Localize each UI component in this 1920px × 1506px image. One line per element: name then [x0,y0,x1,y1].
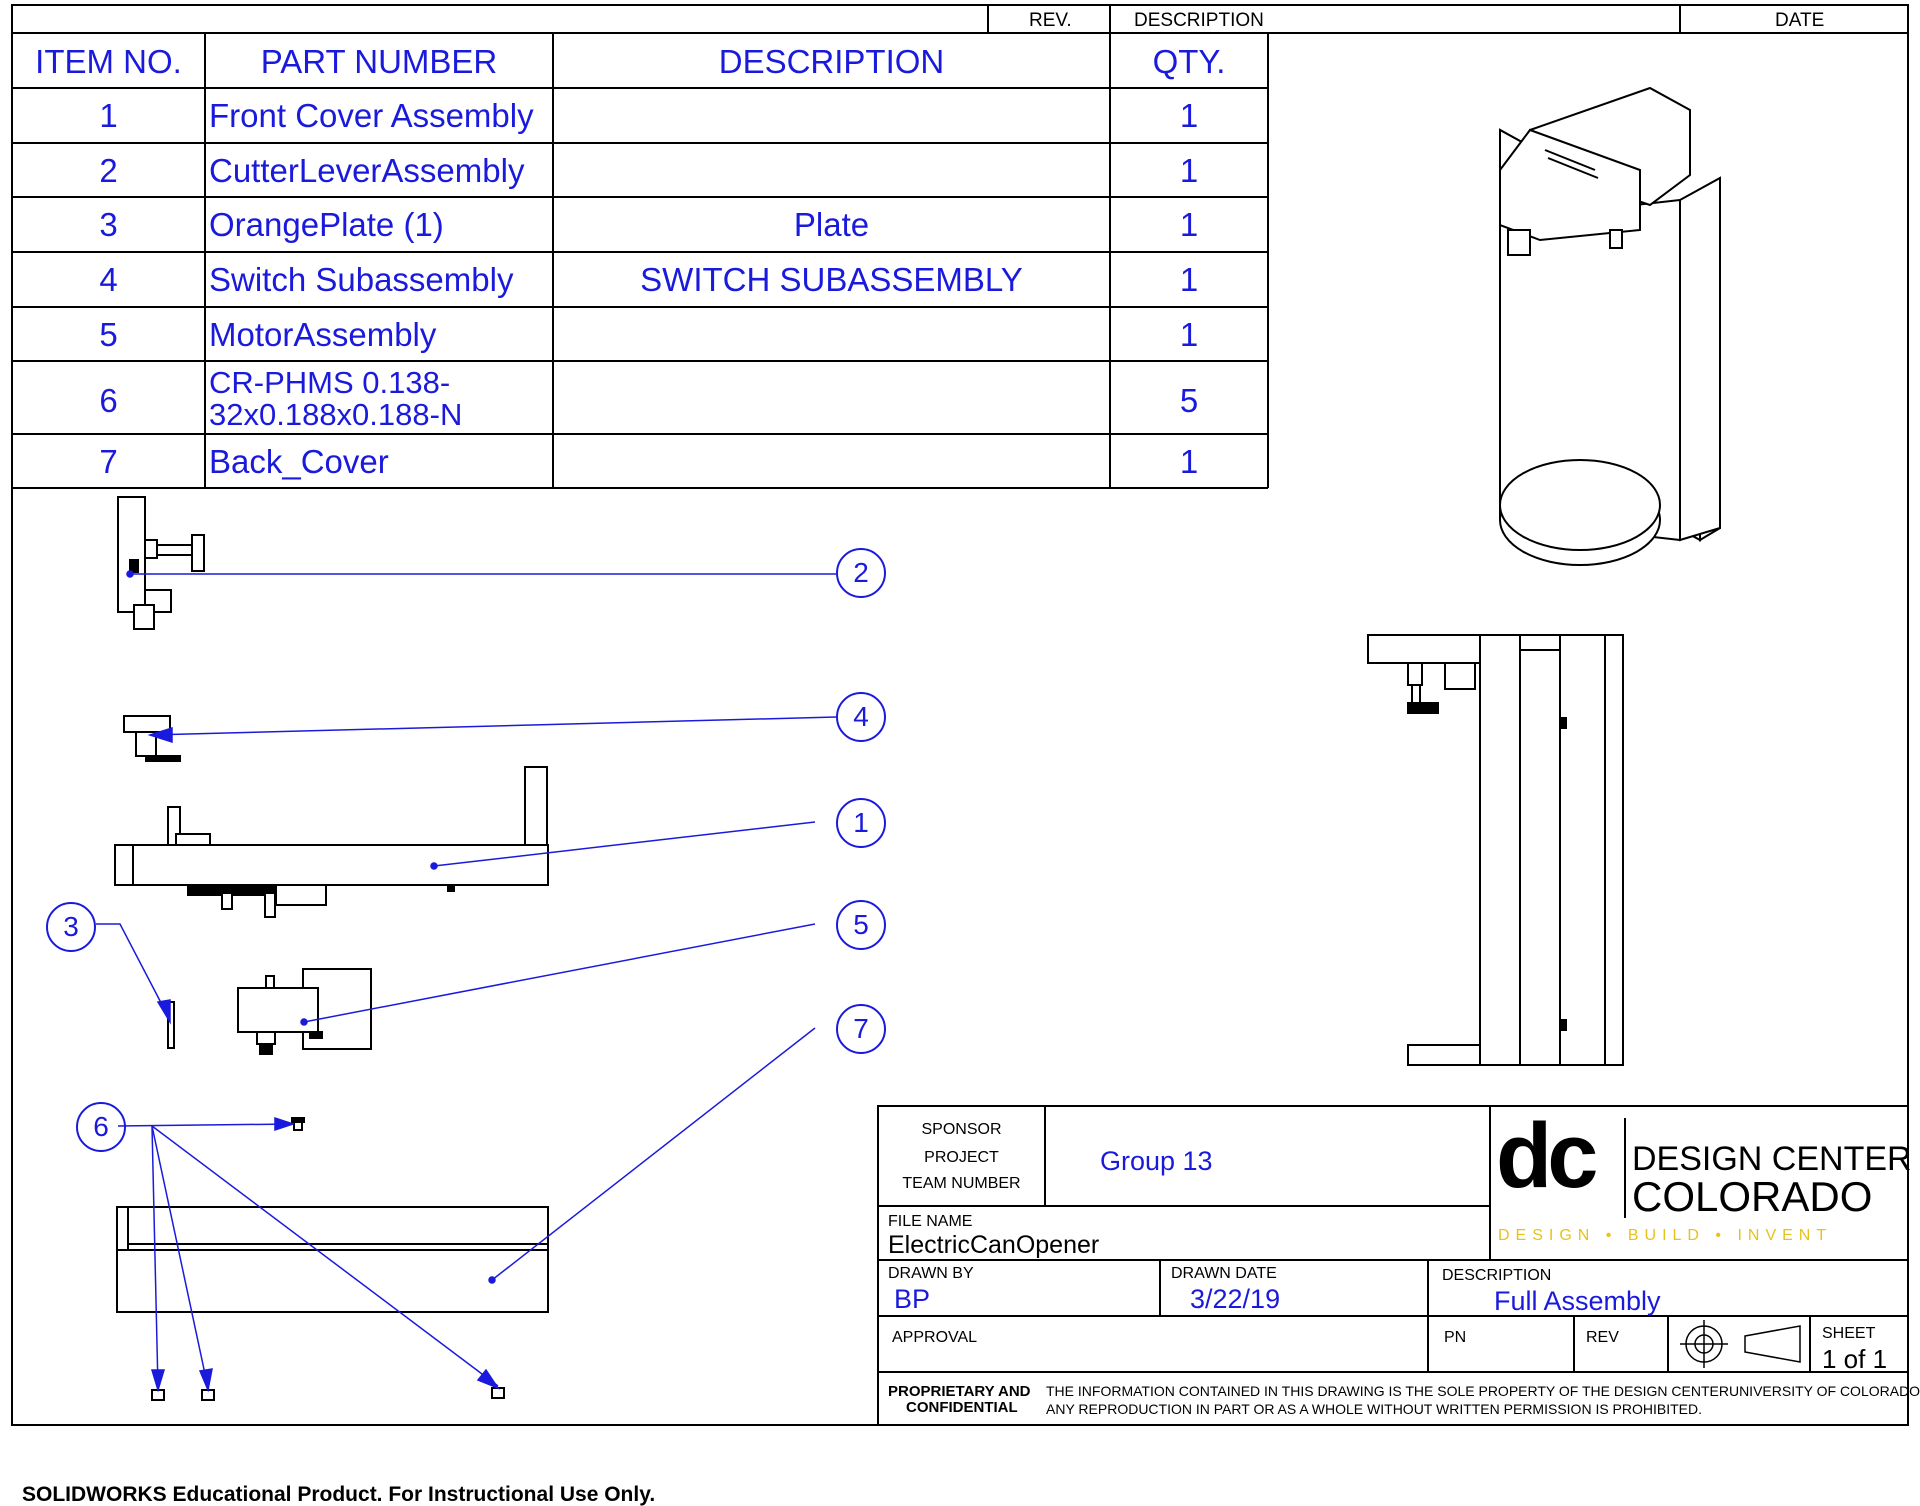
balloon: 3 [46,902,96,952]
bom-item-cell: 7 [99,443,118,480]
solidworks-educational-notice: SOLIDWORKS Educational Product. For Inst… [22,1483,656,1506]
balloon: 1 [836,798,886,848]
bom-description-cell: Plate [793,206,870,243]
rev-description-header: DESCRIPTION [1134,10,1264,31]
side-assembly-view [1367,634,1624,1066]
bom-part-cell-line1: CR-PHMS 0.138- [209,365,451,400]
title-block-grid [877,1105,1909,1426]
part-motor-assembly-drawing [237,968,372,1055]
bom-qty-cell: 1 [1179,261,1199,298]
drawn-by-label: DRAWN BY [888,1265,974,1282]
bom-qty-cell: 1 [1179,443,1199,480]
balloon: 7 [836,1004,886,1054]
proprietary-label-line1: PROPRIETARY AND [888,1383,1031,1400]
sheet-value: 1 of 1 [1822,1344,1888,1374]
rev-label: REV [1586,1329,1619,1346]
logo-line1: DESIGN CENTER [1632,1140,1912,1178]
bom-qty-cell: 1 [1179,152,1199,189]
bom-item-cell: 2 [99,152,118,189]
sheet-label: SHEET [1822,1325,1876,1342]
team-number-value: Group 13 [1100,1146,1213,1176]
rev-date-header: DATE [1775,10,1825,31]
drawn-by-value: BP [894,1284,931,1314]
proprietary-notice-line1: THE INFORMATION CONTAINED IN THIS DRAWIN… [1046,1383,1920,1399]
team-number-label: TEAM NUMBER [902,1175,1021,1192]
bom-part-cell-line2: 32x0.188x0.188-N [209,397,463,432]
bom-item-cell: 5 [99,316,118,353]
file-name-value: ElectricCanOpener [888,1231,1100,1259]
bom-part-cell: MotorAssembly [209,316,437,353]
part-orange-plate-drawing [167,1001,175,1049]
balloon: 4 [836,692,886,742]
bom-header-description: DESCRIPTION [718,43,945,80]
bom-header-qty: QTY. [1152,43,1226,80]
balloon: 6 [76,1102,126,1152]
part-front-cover-drawing [114,766,549,918]
logo-tagline: DESIGN • BUILD • INVENT [1498,1227,1833,1244]
proprietary-label-line2: CONFIDENTIAL [906,1399,1018,1416]
bom-qty-cell: 5 [1179,382,1199,419]
logo-mark: dc [1496,1105,1598,1207]
part-back-cover-drawing [116,1206,549,1313]
bom-part-cell: Switch Subassembly [209,261,514,298]
bom-part-cell: OrangePlate (1) [209,206,444,243]
bom-item-cell: 6 [99,382,118,419]
sponsor-label: SPONSOR [921,1121,1002,1138]
bom-header-part: PART NUMBER [260,43,498,80]
bom-description-cell: SWITCH SUBASSEMBLY [640,261,1023,298]
pn-label: PN [1444,1329,1467,1346]
bom-grid [12,32,1269,489]
bom-part-cell: Back_Cover [209,443,389,480]
part-cutter-lever-drawing [117,496,205,630]
logo-line2: COLORADO [1632,1173,1873,1220]
bom-header-item: ITEM NO. [35,43,182,80]
bom-item-cell: 1 [99,97,118,134]
bom-item-cell: 3 [99,206,118,243]
balloon-leaders [96,570,837,1393]
part-switch-subassembly-drawing [123,715,181,762]
bom-part-cell: Front Cover Assembly [209,97,534,134]
third-angle-projection-icon [1680,1320,1801,1368]
isometric-assembly-view [1499,86,1721,566]
drawn-date-label: DRAWN DATE [1171,1265,1277,1282]
file-name-label: FILE NAME [888,1213,973,1230]
bom-qty-cell: 1 [1179,316,1199,353]
balloon: 5 [836,900,886,950]
rev-header: REV. [1029,10,1072,31]
drawn-date-value: 3/22/19 [1190,1284,1281,1314]
description-value: Full Assembly [1494,1286,1661,1316]
project-label: PROJECT [924,1149,999,1166]
bom-part-cell: CutterLeverAssembly [209,152,525,189]
bom-qty-cell: 1 [1179,97,1199,134]
balloon: 2 [836,548,886,598]
proprietary-notice-line2: ANY REPRODUCTION IN PART OR AS A WHOLE W… [1046,1401,1703,1417]
approval-label: APPROVAL [892,1329,978,1346]
bom-qty-cell: 1 [1179,206,1199,243]
description-label: DESCRIPTION [1442,1267,1552,1284]
bom-item-cell: 4 [99,261,118,298]
